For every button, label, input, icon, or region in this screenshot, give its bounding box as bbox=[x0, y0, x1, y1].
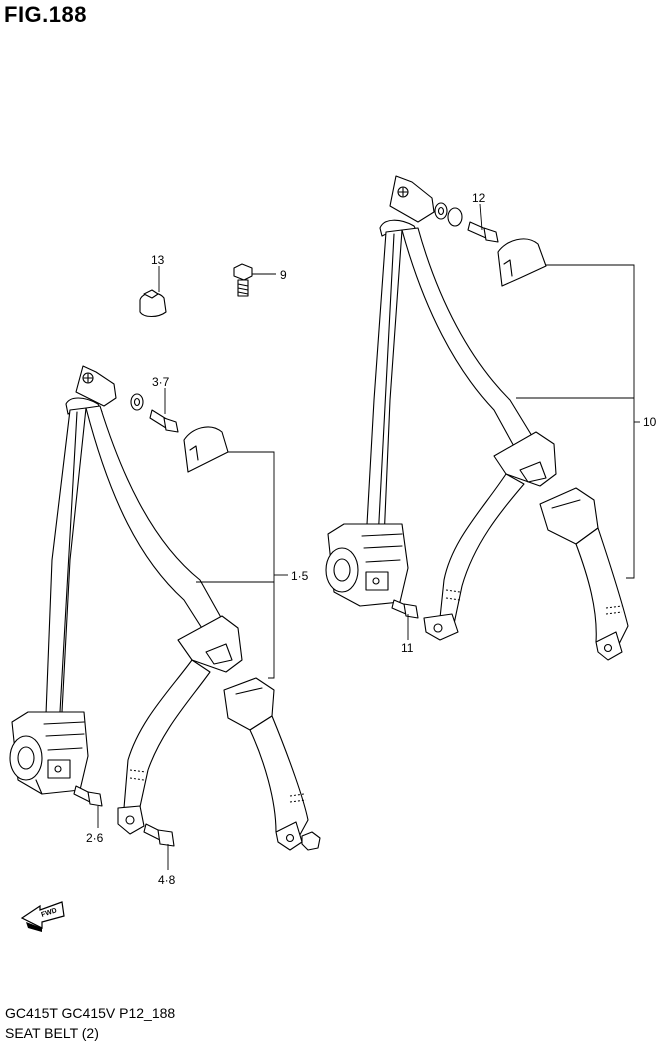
fwd-arrow-icon: FWD bbox=[20, 901, 65, 932]
right-washer bbox=[434, 202, 448, 220]
callout-10: 10 bbox=[643, 415, 657, 429]
fwd-label: FWD bbox=[40, 907, 57, 919]
part-2-6-bolt bbox=[73, 785, 103, 807]
right-retractor bbox=[325, 523, 409, 607]
left-webbing-vertical bbox=[45, 407, 87, 715]
right-seat-belt-assembly bbox=[325, 175, 629, 661]
footer-models: GC415T GC415V P12_188 bbox=[5, 1005, 176, 1021]
left-lap-belt bbox=[123, 659, 211, 817]
callout-11: 11 bbox=[401, 641, 414, 655]
callout-1-5: 1·5 bbox=[291, 569, 309, 583]
callout-4-8: 4·8 bbox=[158, 873, 176, 887]
right-buckle bbox=[539, 487, 629, 661]
left-buckle bbox=[223, 677, 309, 851]
callout-2-6: 2·6 bbox=[86, 831, 104, 845]
left-retractor bbox=[9, 711, 89, 795]
left-tongue-plate bbox=[177, 615, 243, 673]
part-3-7-bolt bbox=[149, 409, 179, 433]
callout-9: 9 bbox=[280, 268, 287, 282]
figure-title: FIG.188 bbox=[4, 2, 87, 27]
right-spacer bbox=[447, 207, 463, 227]
left-anchor-nut bbox=[301, 831, 321, 851]
part-9-bolt bbox=[233, 263, 253, 297]
right-trim-cover bbox=[497, 238, 547, 287]
left-trim-cover bbox=[183, 426, 229, 473]
part-4-8-bolt bbox=[143, 823, 175, 847]
left-washer bbox=[130, 393, 144, 411]
right-lap-belt bbox=[439, 473, 525, 625]
callout-12: 12 bbox=[472, 191, 486, 205]
right-upper-anchor bbox=[379, 175, 435, 237]
footer-section: SEAT BELT (2) bbox=[5, 1025, 99, 1041]
left-seat-belt-assembly bbox=[9, 365, 309, 851]
left-lap-anchor bbox=[117, 805, 145, 835]
part-13-grommet bbox=[139, 289, 167, 318]
callout-3-7: 3·7 bbox=[152, 375, 170, 389]
leader-lines bbox=[97, 203, 640, 870]
right-lap-anchor bbox=[423, 613, 459, 641]
callout-13: 13 bbox=[151, 253, 165, 267]
right-webbing-vertical bbox=[365, 229, 403, 543]
part-11-bolt bbox=[391, 599, 419, 619]
part-12-bolt bbox=[467, 221, 499, 243]
